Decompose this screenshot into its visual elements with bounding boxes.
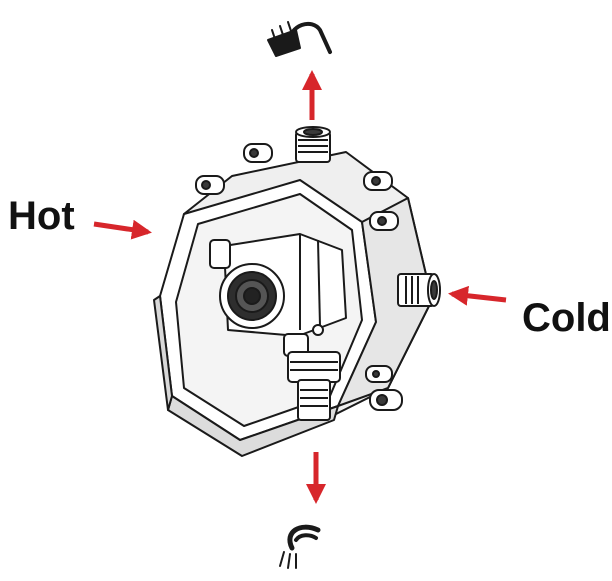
cold-inlet-fitting [397,273,441,307]
hot-label: Hot [8,194,75,238]
top-outlet-fitting [295,126,331,163]
tub-spout-icon [279,524,321,569]
hot-inlet-arrow [93,219,152,240]
cold-label: Cold [522,296,611,340]
mounting-ears [195,143,403,411]
shower-head-icon [267,21,332,57]
cartridge-housing [209,233,347,337]
valve-body [153,126,441,457]
bottom-outlet-fitting [283,324,341,421]
cold-inlet-arrow [448,285,507,306]
